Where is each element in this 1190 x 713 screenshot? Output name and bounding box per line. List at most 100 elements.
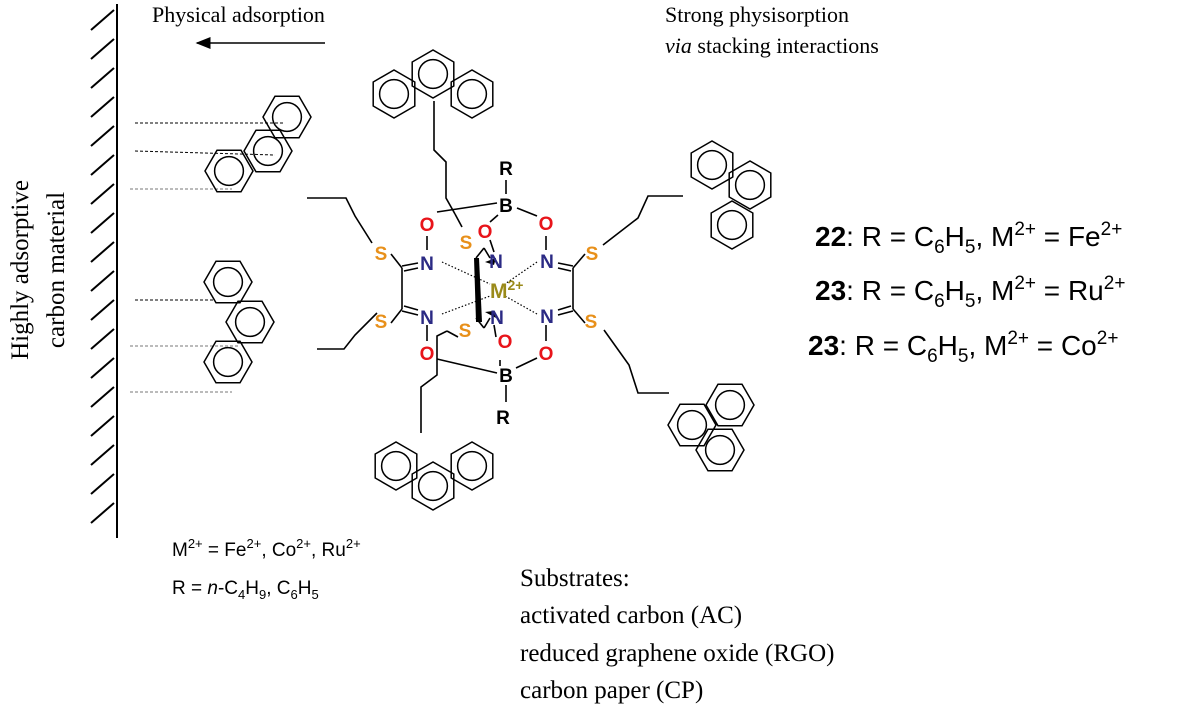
- sulfur-left-top: S: [375, 244, 388, 265]
- benzene-ring: [372, 69, 416, 119]
- nitrogen-inner-top: N: [489, 252, 503, 273]
- metal-definition: M2+ = Fe2+, Co2+, Ru2+: [172, 536, 361, 561]
- benzene-ring: [695, 428, 745, 472]
- oxygen-top-inner: O: [478, 222, 493, 243]
- compound-23-co-label: 23: R = C6H5, M2+ = Co2+: [808, 328, 1118, 367]
- nitrogen-left-top: N: [420, 254, 434, 275]
- phenanthrene-arms: [203, 49, 772, 511]
- hatch-line: [90, 67, 115, 89]
- phenanthrene-unit: [204, 95, 312, 193]
- nitrogen-left-bottom: N: [420, 308, 434, 329]
- benzene-ring: [225, 300, 275, 344]
- hatch-line: [90, 38, 115, 60]
- boron-bottom: B: [499, 366, 513, 387]
- atom-labels: R B O O O S S S N N N M2+ S S N N N S O …: [375, 159, 599, 429]
- metal-center: M2+: [490, 277, 523, 303]
- aromatic-circle: [676, 409, 708, 441]
- phenanthrene-unit: [203, 260, 275, 384]
- sulfur-right-top: S: [586, 244, 599, 265]
- hatch-line: [90, 154, 115, 176]
- strong-physisorption-label: Strong physisorption: [665, 2, 849, 27]
- aromatic-circle: [380, 450, 412, 482]
- carbon-material-label-line1: Highly adsorptive: [7, 180, 34, 360]
- hatch-line: [90, 444, 115, 466]
- benzene-ring: [450, 69, 494, 119]
- carbon-material-label-line2: carbon material: [43, 192, 70, 348]
- hatch-line: [90, 183, 115, 205]
- phenanthrene-unit: [690, 140, 772, 250]
- sulfur-top-inner: S: [460, 233, 473, 254]
- hatch-line: [90, 270, 115, 292]
- hatch-line: [90, 125, 115, 147]
- stacking-interactions-label: via stacking interactions: [665, 33, 879, 58]
- benzene-ring: [411, 49, 455, 99]
- aromatic-circle: [734, 169, 766, 201]
- oxygen-bottom-right: O: [539, 344, 554, 365]
- substrates-list: Substrates: activated carbon (AC) reduce…: [520, 565, 834, 704]
- aromatic-circle: [456, 450, 488, 482]
- phenanthrene-unit: [667, 383, 755, 472]
- aromatic-circle: [234, 306, 266, 338]
- aromatic-circle: [696, 149, 728, 181]
- substrate-item: reduced graphene oxide (RGO): [520, 640, 834, 667]
- benzene-ring: [450, 441, 494, 491]
- oxygen-top-left: O: [420, 215, 435, 236]
- aromatic-circle: [378, 78, 410, 110]
- benzene-ring: [690, 140, 734, 190]
- aromatic-circle: [716, 209, 748, 241]
- aromatic-circle: [252, 135, 284, 167]
- substrate-item: carbon paper (CP): [520, 677, 703, 704]
- substrates-heading: Substrates:: [520, 565, 630, 592]
- clathrochelate-core-bonds: [307, 101, 683, 433]
- sulfur-bottom-inner: S: [459, 321, 472, 342]
- compound-23-ru-label: 23: R = C6H5, M2+ = Ru2+: [815, 273, 1125, 312]
- aromatic-circle: [456, 78, 488, 110]
- hatch-line: [90, 415, 115, 437]
- oxygen-bottom-inner: O: [498, 332, 513, 353]
- aromatic-circle: [417, 470, 449, 502]
- surface-hatching: [90, 9, 115, 524]
- hatch-line: [90, 212, 115, 234]
- hatch-line: [90, 96, 115, 118]
- aromatic-circle: [213, 155, 245, 187]
- benzene-ring: [374, 441, 418, 491]
- benzene-ring: [203, 260, 253, 304]
- hatch-line: [90, 241, 115, 263]
- hatch-line: [90, 473, 115, 495]
- aromatic-circle: [212, 266, 244, 298]
- hatch-line: [90, 328, 115, 350]
- benzene-ring: [203, 340, 253, 384]
- phenanthrene-unit: [374, 441, 494, 511]
- nitrogen-right-bottom: N: [540, 307, 554, 328]
- aromatic-circle: [271, 101, 303, 133]
- sulfur-right-bottom: S: [585, 312, 598, 333]
- nitrogen-right-top: N: [540, 252, 554, 273]
- benzene-ring: [411, 461, 455, 511]
- carbon-surface: [90, 4, 118, 538]
- hatch-line: [90, 9, 115, 31]
- sulfur-left-bottom: S: [375, 312, 388, 333]
- physical-adsorption-label: Physical adsorption: [152, 2, 325, 27]
- benzene-ring: [710, 200, 754, 250]
- oxygen-bottom-left: O: [420, 344, 435, 365]
- benzene-ring: [243, 129, 293, 173]
- nitrogen-inner-bottom: N: [490, 308, 504, 329]
- benzene-ring: [204, 149, 254, 193]
- r-group-bottom: R: [496, 408, 510, 429]
- boron-top: B: [499, 196, 513, 217]
- hatch-line: [90, 386, 115, 408]
- benzene-ring: [667, 403, 717, 447]
- hatch-line: [90, 502, 115, 524]
- aromatic-circle: [417, 58, 449, 90]
- compound-list: 22: R = C6H5, M2+ = Fe2+ 23: R = C6H5, M…: [808, 219, 1125, 367]
- benzene-ring: [728, 160, 772, 210]
- aromatic-circle: [212, 346, 244, 378]
- r-definition: R = n-C4H9, C6H5: [172, 578, 319, 602]
- aromatic-circle: [714, 389, 746, 421]
- r-group-top: R: [499, 159, 513, 180]
- substrate-item: activated carbon (AC): [520, 602, 742, 629]
- hatch-line: [90, 357, 115, 379]
- hatch-line: [90, 299, 115, 321]
- phenanthrene-unit: [372, 49, 494, 119]
